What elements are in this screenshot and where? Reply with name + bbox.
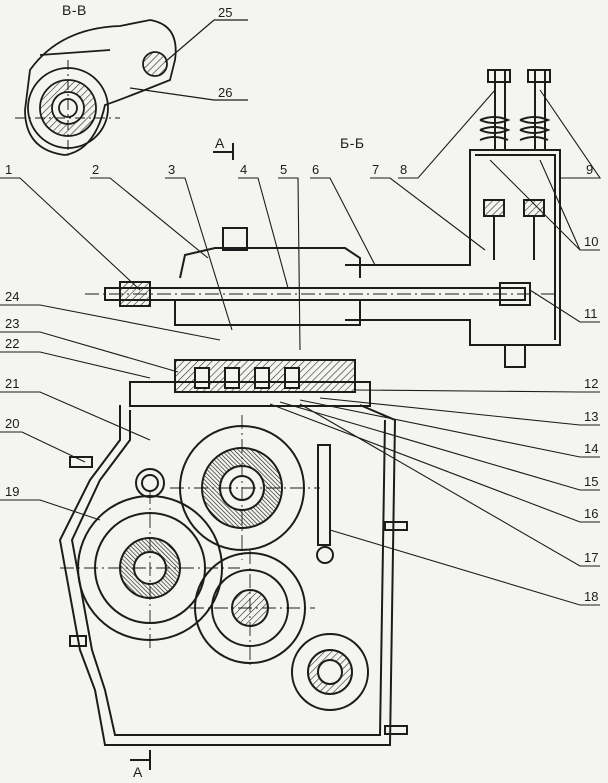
cut-marker-bottom: А xyxy=(133,764,143,780)
callout-9: 9 xyxy=(586,162,594,177)
callout-25: 25 xyxy=(218,5,233,20)
callout-18: 18 xyxy=(584,589,599,604)
gear-lower-right-outer xyxy=(291,633,369,711)
callout-23: 23 xyxy=(5,316,20,331)
callout-26: 26 xyxy=(218,85,233,100)
callout-17: 17 xyxy=(584,550,599,565)
callout-12: 12 xyxy=(584,376,599,391)
callout-6: 6 xyxy=(312,162,320,177)
callout-13: 13 xyxy=(584,409,599,424)
callout-19: 19 xyxy=(5,484,20,499)
section-label-vv: В-В xyxy=(62,2,87,18)
cut-marker-top: А xyxy=(215,135,225,151)
callout-16: 16 xyxy=(584,506,599,521)
main-housing xyxy=(58,69,561,746)
callout-5: 5 xyxy=(280,162,288,177)
leader-lines xyxy=(0,89,602,606)
callout-20: 20 xyxy=(5,416,20,431)
section-label-bb: Б-Б xyxy=(340,135,365,151)
lever-body xyxy=(24,19,177,156)
callout-1: 1 xyxy=(5,162,13,177)
top-boss xyxy=(222,227,248,251)
callout-21: 21 xyxy=(5,376,20,391)
pin-25 xyxy=(142,51,168,77)
view-vv-inset xyxy=(15,19,177,158)
callout-11: 11 xyxy=(584,306,598,321)
callout-10: 10 xyxy=(584,234,599,249)
callout-22: 22 xyxy=(5,336,20,351)
callout-14: 14 xyxy=(584,441,599,456)
callout-8: 8 xyxy=(400,162,408,177)
callout-7: 7 xyxy=(372,162,380,177)
callout-24: 24 xyxy=(5,289,20,304)
callout-4: 4 xyxy=(240,162,248,177)
callout-15: 15 xyxy=(584,474,599,489)
callout-3: 3 xyxy=(168,162,176,177)
callout-2: 2 xyxy=(92,162,100,177)
